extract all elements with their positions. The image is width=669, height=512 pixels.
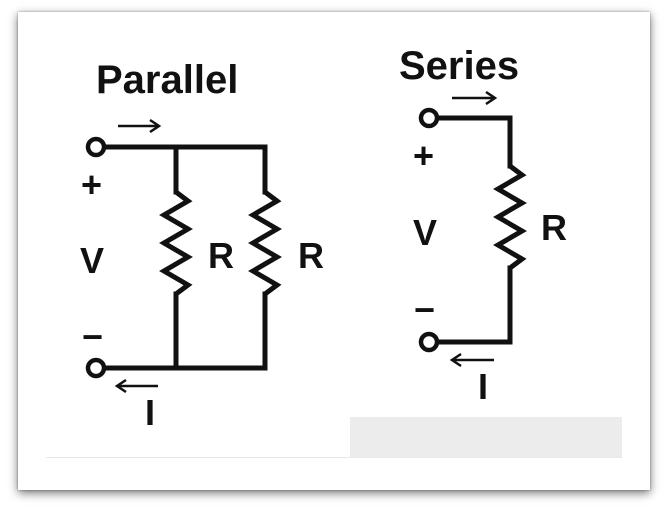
series-negative-terminal <box>418 331 440 353</box>
parallel-current-label: I <box>145 392 155 433</box>
parallel-title: Parallel <box>96 58 238 102</box>
parallel-voltage-label: V <box>80 240 104 281</box>
parallel-minus-sign: − <box>82 316 103 357</box>
series-resistor <box>493 164 527 270</box>
parallel-resistor2-label: R <box>298 235 324 276</box>
divider-line <box>46 457 622 458</box>
parallel-resistor2 <box>248 190 282 296</box>
series-positive-terminal <box>418 107 440 129</box>
figure-card <box>18 12 650 490</box>
series-resistor-label: R <box>541 207 567 248</box>
parallel-current-arrow-bottom <box>114 378 158 394</box>
series-top-wire <box>434 115 513 169</box>
parallel-circuit: Parallel + V − R R I <box>80 58 324 433</box>
parallel-negative-terminal <box>85 357 107 379</box>
parallel-plus-sign: + <box>81 164 102 205</box>
parallel-positive-terminal <box>85 136 107 158</box>
parallel-current-arrow-top <box>118 118 162 134</box>
parallel-resistor1-label: R <box>208 235 234 276</box>
series-current-label: I <box>478 366 488 407</box>
series-current-arrow-top <box>452 90 498 106</box>
series-title: Series <box>399 44 519 88</box>
background-shade <box>350 417 622 457</box>
series-current-arrow-bottom <box>449 352 494 368</box>
series-circuit: Series + V − R I <box>399 44 567 407</box>
series-plus-sign: + <box>413 135 434 176</box>
series-minus-sign: − <box>414 289 435 330</box>
parallel-resistor1 <box>159 190 193 296</box>
series-voltage-label: V <box>413 212 437 253</box>
series-bottom-wire <box>434 265 513 345</box>
